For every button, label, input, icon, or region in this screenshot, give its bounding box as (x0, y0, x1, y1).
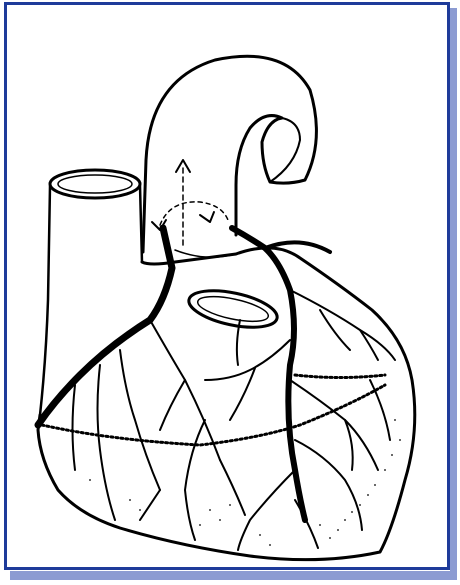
heart-drawing (4, 2, 450, 570)
pulmonary-artery (186, 284, 281, 334)
frame-shadow-bottom (10, 571, 456, 580)
vena-cava (40, 170, 142, 415)
dotted-lines (42, 375, 385, 445)
frame-shadow-right (450, 8, 457, 580)
vessel-branches (73, 290, 396, 550)
coronary-arteries (38, 228, 330, 520)
aortic-arch (143, 56, 316, 252)
